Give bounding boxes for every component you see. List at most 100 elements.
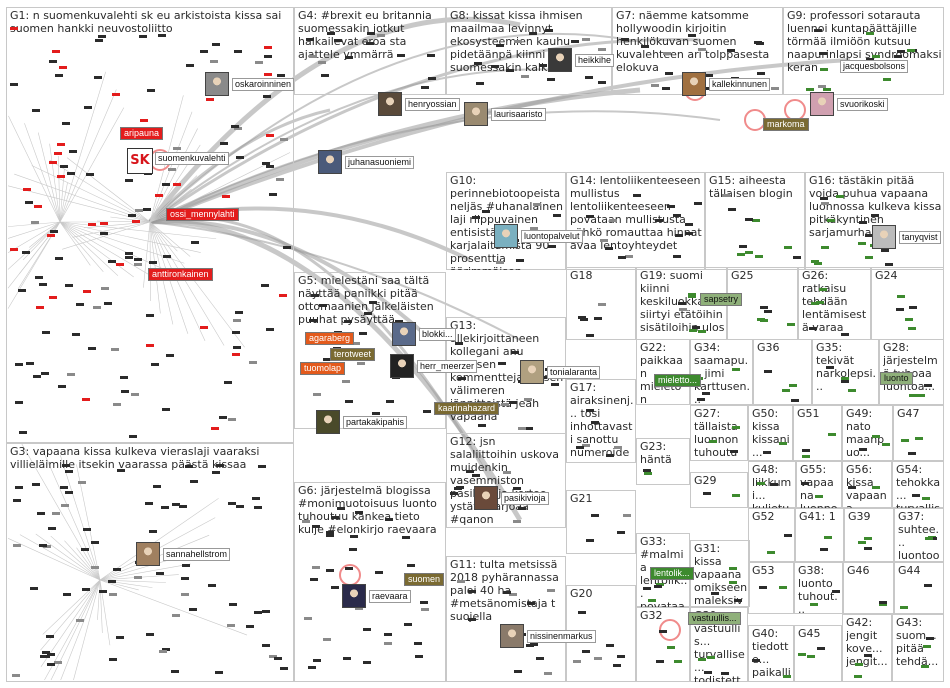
group-label: G52 (752, 510, 775, 523)
person-label-partakakipahis[interactable]: partakakipahis (343, 416, 408, 429)
node-marker (865, 31, 874, 35)
node-marker (263, 46, 272, 50)
tag-anttironkainen[interactable]: anttironkainen (148, 268, 213, 281)
tag-ossi-mennylahti[interactable]: ossi_mennylahti (166, 208, 239, 221)
tag-sapsetry[interactable]: sapsetry (700, 293, 743, 306)
person-label-tanyqvist[interactable]: tanyqvist (899, 231, 941, 244)
node-marker (728, 208, 737, 212)
avatar-heikkihe[interactable] (548, 48, 572, 72)
edge-line (97, 220, 151, 223)
avatar-tonialaranta[interactable] (520, 360, 544, 384)
group-label: G32 (640, 609, 663, 622)
tag-terotweet[interactable]: terotweet (330, 348, 376, 361)
tag-lentolik-tag[interactable]: lentolik... (650, 567, 694, 580)
node-marker (29, 587, 38, 591)
avatar-laurisaaristo[interactable] (464, 102, 488, 126)
avatar-herr-meerzer[interactable] (390, 354, 414, 378)
node-marker (326, 32, 335, 36)
avatar-svuorikoski[interactable] (810, 92, 834, 116)
tag-mieletto[interactable]: mieletto... (654, 374, 702, 387)
tag-luonto-tag[interactable]: luonto (880, 372, 913, 385)
group-g48: G48: liikkumi... kuljetu... (748, 461, 796, 508)
person-label-jacquesbolsons[interactable]: jacquesbolsons (840, 60, 909, 73)
tag-aripauna[interactable]: aripauna (120, 127, 164, 140)
node-marker (745, 217, 754, 221)
tag-markoma[interactable]: markoma (763, 118, 809, 131)
node-marker (759, 306, 768, 310)
node-marker (262, 161, 271, 165)
node-marker (31, 482, 40, 486)
edge-line (149, 221, 225, 346)
tag-vastuullis-tag[interactable]: vastuullis... (688, 612, 741, 625)
node-marker (823, 88, 832, 92)
node-marker (57, 143, 66, 147)
node-marker (880, 248, 889, 252)
avatar-juhanasuoniemi[interactable] (318, 150, 342, 174)
person-label-raevaara[interactable]: raevaara (369, 590, 411, 603)
avatar-raevaara[interactable] (342, 584, 366, 608)
tag-tuomolap[interactable]: tuomolap (300, 362, 346, 375)
node-marker (157, 33, 166, 37)
node-marker (80, 547, 89, 551)
person-label-laurisaaristo[interactable]: laurisaaristo (491, 108, 546, 121)
avatar-nissinenmarkus[interactable] (500, 624, 524, 648)
avatar-partakakipahis[interactable] (316, 410, 340, 434)
node-marker (131, 219, 140, 223)
node-marker (688, 295, 697, 299)
person-label-pasikivioja[interactable]: pasikivioja (501, 492, 549, 505)
edge-line (84, 221, 151, 229)
avatar-henryossian[interactable] (378, 92, 402, 116)
group-label: G22: paikkaan mieletön (640, 341, 683, 405)
tag-kaarinahazard[interactable]: kaarinahazard (434, 402, 500, 415)
node-marker (15, 363, 24, 367)
node-marker (302, 519, 311, 523)
person-label-luontopalvelut[interactable]: luontopalvelut (521, 230, 583, 243)
person-label-henryossian[interactable]: henryossian (405, 98, 460, 111)
group-label: G53 (752, 564, 775, 577)
node-marker (457, 579, 466, 583)
group-label: G10: perinnebiotoopeista neljäs #uhanala… (450, 174, 563, 270)
person-label-kallekinnunen[interactable]: kallekinnunen (709, 78, 771, 91)
group-label: G50: kissa kissani... (752, 407, 790, 459)
node-marker (264, 55, 273, 59)
group-label: G5: mielestäni saa tältä näyttää paniikk… (298, 274, 434, 326)
avatar-kallekinnunen[interactable] (682, 72, 706, 96)
person-label-svuorikoski[interactable]: svuorikoski (837, 98, 888, 111)
node-marker (704, 671, 713, 675)
group-label: G42: jengit kove... jengit... (846, 616, 888, 668)
avatar-sannahellstrom[interactable] (136, 542, 160, 566)
avatar-blokki[interactable] (392, 322, 416, 346)
node-marker (818, 51, 827, 55)
node-marker (351, 341, 360, 345)
person-label-nissinenmarkus[interactable]: nissinenmarkus (527, 630, 596, 643)
group-g27: G27: tällaista luonnon tuhoutum... (690, 405, 748, 461)
person-label-heikkihe[interactable]: heikkihe (575, 54, 615, 67)
node-marker (76, 618, 85, 622)
person-label-juhanasuoniemi[interactable]: juhanasuoniemi (345, 156, 415, 169)
edge-line (58, 156, 61, 223)
group-g41: G41: 1 (795, 508, 844, 562)
tag-suomen[interactable]: suomen (404, 573, 445, 586)
avatar-tanyqvist[interactable] (872, 225, 896, 249)
node-marker (585, 408, 594, 412)
node-marker (708, 440, 717, 444)
node-marker (303, 616, 312, 620)
person-label-blokki[interactable]: blokki... (419, 328, 456, 341)
node-marker (820, 68, 829, 72)
avatar-pasikivioja[interactable] (474, 486, 498, 510)
person-label-suomenkuvalehti[interactable]: suomenkuvalehti (155, 152, 229, 165)
avatar-luontopalvelut[interactable] (494, 224, 518, 248)
tag-agaraberg[interactable]: agaraberg (305, 332, 355, 345)
person-label-oskaroinninen[interactable]: oskaroinninen (232, 78, 295, 91)
group-g5: G5: mielestäni saa tältä näyttää paniikk… (294, 272, 446, 429)
node-marker (320, 73, 329, 77)
node-marker (161, 182, 170, 186)
person-label-tonialaranta[interactable]: tonialaranta (547, 366, 601, 379)
person-label-herr-meerzer[interactable]: herr_meerzer (417, 360, 478, 373)
node-marker (523, 397, 532, 401)
node-marker (113, 402, 122, 406)
avatar-oskaroinninen[interactable] (205, 72, 229, 96)
node-marker (450, 492, 459, 496)
group-g40: G40: tiedotte... paikalli... julkaisi... (748, 625, 794, 682)
person-label-sannahellstrom[interactable]: sannahellstrom (163, 548, 231, 561)
